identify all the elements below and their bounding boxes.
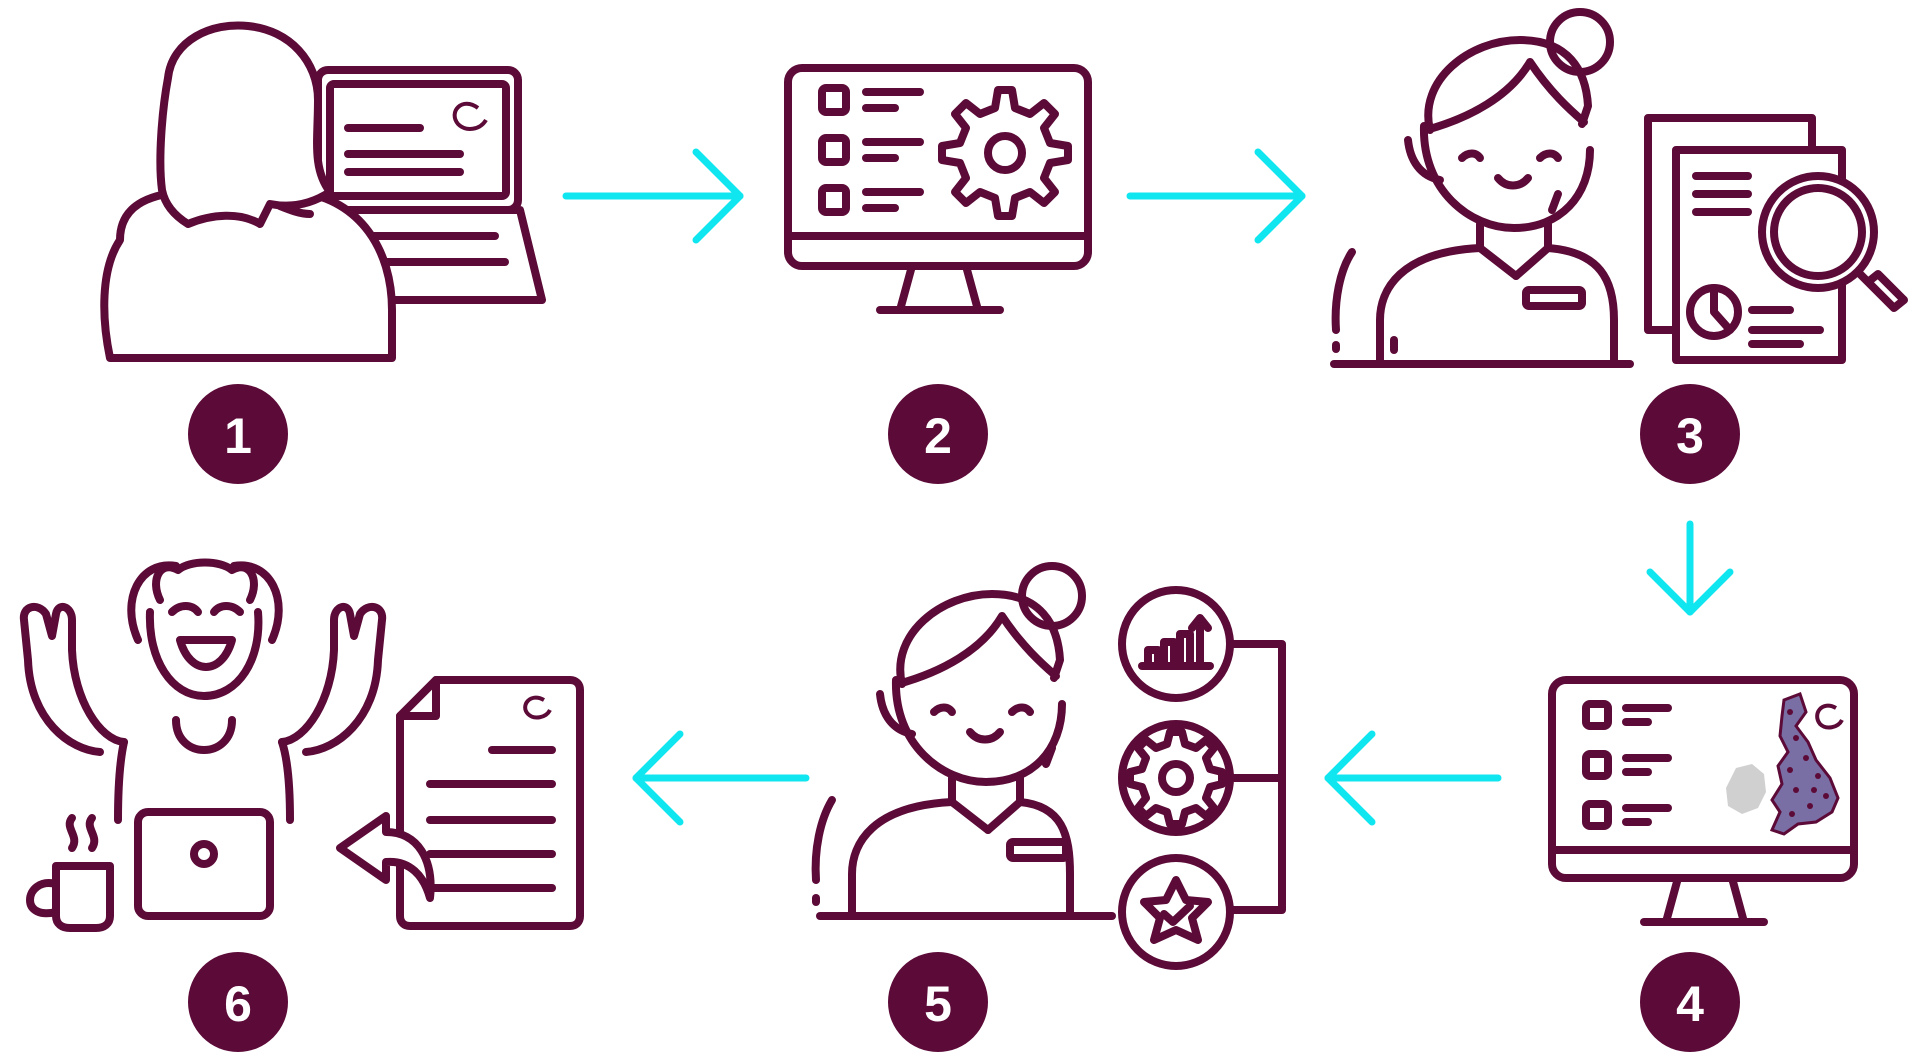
great-britain-shape	[1769, 692, 1840, 836]
happy-person-with-report-icon	[19, 558, 584, 932]
svg-text:6: 6	[224, 976, 252, 1032]
step-badge-2: 2	[888, 384, 988, 484]
monitor-settings-icon	[784, 64, 1092, 314]
svg-text:4: 4	[1676, 976, 1704, 1032]
badge-circle	[188, 952, 288, 1052]
arrow-step1-to-step2	[562, 148, 744, 244]
svg-text:3: 3	[1676, 408, 1704, 464]
step-badge-1: 1	[188, 384, 288, 484]
monitor-uk-map-icon	[1548, 676, 1858, 926]
arrow-step2-to-step3	[1126, 148, 1306, 244]
badge-circle	[188, 384, 288, 484]
person-at-laptop-icon	[100, 21, 546, 362]
staff-results-options-icon	[811, 562, 1286, 970]
staff-reviewing-documents-icon	[1330, 8, 1908, 368]
badge-circle	[888, 952, 988, 1052]
badge-circle	[1640, 952, 1740, 1052]
svg-text:5: 5	[924, 976, 952, 1032]
step-badge-4: 4	[1640, 952, 1740, 1052]
badge-circle	[1640, 384, 1740, 484]
svg-text:1: 1	[224, 408, 252, 464]
badge-circle	[888, 384, 988, 484]
step-badge-5: 5	[888, 952, 988, 1052]
ireland-shape	[1726, 764, 1766, 814]
step-badge-6: 6	[188, 952, 288, 1052]
arrow-step4-to-step5	[1324, 730, 1502, 826]
arrow-step5-to-step6	[632, 730, 810, 826]
step-badge-3: 3	[1640, 384, 1740, 484]
arrow-step3-to-step4	[1646, 520, 1734, 616]
svg-text:2: 2	[924, 408, 952, 464]
